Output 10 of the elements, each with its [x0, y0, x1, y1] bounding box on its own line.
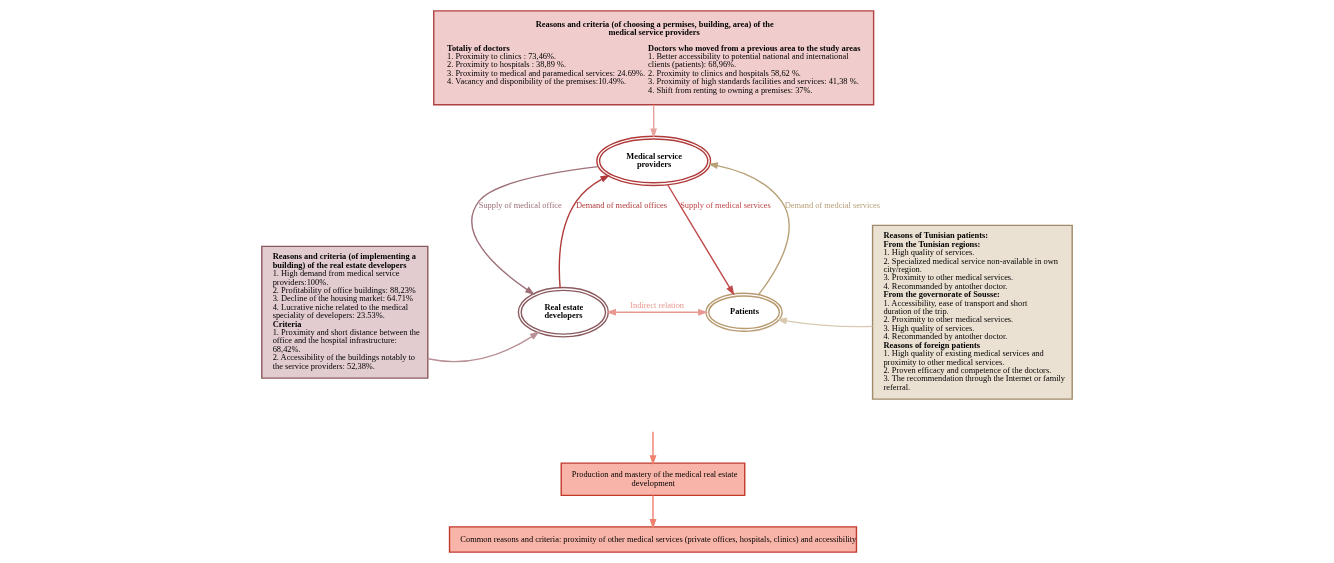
arrow	[427, 331, 540, 363]
arrow	[776, 317, 874, 328]
arrow	[558, 174, 611, 289]
arrow	[650, 104, 658, 139]
arrow	[649, 430, 657, 466]
arrow	[471, 165, 599, 295]
arrow	[606, 308, 708, 316]
arrow	[649, 494, 657, 529]
arrow	[708, 162, 790, 296]
arrow	[667, 184, 735, 296]
